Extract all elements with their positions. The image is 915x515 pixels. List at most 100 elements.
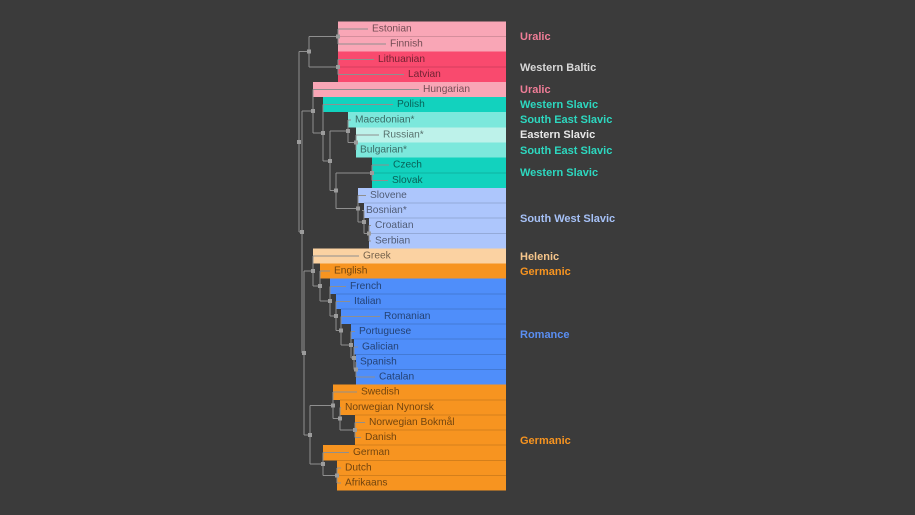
family-band-row [338,21,506,37]
family-label: Uralic [520,84,551,96]
family-band-row [369,233,506,249]
cluster-node-marker [354,140,358,145]
leaf-label: Slovene [370,190,407,201]
cluster-node-marker [362,219,366,224]
cluster-node-marker [331,403,335,408]
family-label: South East Slavic [520,114,612,126]
family-band-row [336,293,506,309]
cluster-node-marker [334,188,338,193]
family-band-row [356,142,506,158]
leaf-label: Czech [393,160,422,171]
cluster-node-marker [297,139,301,144]
leaf-label: Galician [362,341,399,352]
cluster-node-marker [352,356,356,361]
family-label: Germanic [520,266,571,278]
leaf-label: Portuguese [359,326,411,337]
leaf-label: Finnish [390,39,423,50]
family-band-row [320,263,506,279]
cluster-node-marker [336,64,340,69]
leaf-label: English [334,266,367,277]
leaf-label: Lithuanian [378,54,425,65]
leaf-label: Bosnian* [366,205,407,216]
cluster-node-marker [370,170,374,175]
family-label: South West Slavic [520,213,615,225]
leaf-label: Macedonian* [355,114,415,125]
cluster-node-marker [349,342,353,347]
leaf-label: Slovak [392,175,423,186]
family-band-row [340,399,506,415]
family-band-row [337,475,506,491]
cluster-node-marker [353,428,357,433]
cluster-node-marker [321,130,325,135]
family-band-row [341,308,506,325]
leaf-label: Croatian [375,220,414,231]
leaf-label: French [350,281,382,292]
cluster-node-marker [338,416,342,421]
family-label: South East Slavic [520,145,612,157]
cluster-node-marker [367,231,371,236]
leaf-label: Norwegian Bokmål [369,416,455,428]
leaf-label: Estonian [372,24,412,35]
leaf-label: Bulgarian* [360,145,407,156]
cluster-node-marker [339,328,343,333]
cluster-node-marker [300,230,304,235]
leaf-label: Polish [397,99,425,110]
cluster-node-marker [321,462,325,467]
leaf-label: Afrikaans [345,477,387,488]
family-band-row [358,187,506,204]
family-band-row [372,157,506,173]
cluster-node-marker [302,350,306,355]
family-label: Uralic [520,31,551,43]
leaf-label: Norwegian Nynorsk [345,402,435,413]
family-band-row [354,339,506,355]
family-band-row [369,218,506,234]
family-label: Romance [520,329,570,341]
leaf-label: Danish [365,432,397,443]
cluster-node-marker [318,284,322,289]
leaf-label: Hungarian [423,84,470,95]
cluster-node-marker [311,109,315,114]
leaf-label: Swedish [361,387,400,398]
family-band-row [338,36,506,52]
leaf-label: Dutch [345,462,372,473]
family-band-row [351,324,506,340]
family-label: Western Slavic [520,167,598,179]
leaf-label: Italian [354,296,381,307]
cluster-node-marker [346,129,350,134]
family-band-row [323,97,506,113]
leaf-label: Serbian [375,235,410,246]
leaf-label: Latvian [408,69,441,80]
cluster-node-marker [328,299,332,304]
family-band-row [372,172,506,188]
cluster-node-marker [354,367,358,372]
leaf-label: Romanian [384,311,430,322]
leaf-label: Spanish [360,356,397,367]
leaf-label: Greek [363,250,392,261]
leaf-label: Russian* [383,129,424,140]
family-band-row [356,369,506,385]
family-band-row [313,248,506,264]
family-band-row [333,384,506,400]
cluster-node-marker [311,269,315,274]
family-band-row [338,66,506,82]
family-label: Western Slavic [520,99,598,111]
family-band-row [355,430,506,446]
family-band-row [356,127,506,143]
cluster-node-marker [356,206,360,211]
leaf-label: Catalan [379,372,414,383]
cluster-node-marker [334,314,338,319]
cluster-node-marker [328,158,332,163]
family-label: Germanic [520,435,571,447]
family-band-row [348,112,506,128]
family-label: Eastern Slavic [520,129,595,141]
family-band-row [323,445,506,461]
family-band-row [330,278,506,294]
family-label: Helenic [520,251,559,263]
family-band-row [337,460,506,476]
cluster-node-marker [308,432,312,437]
cluster-node-marker [335,473,339,478]
leaf-label: German [353,447,390,458]
family-band-row [338,51,506,67]
